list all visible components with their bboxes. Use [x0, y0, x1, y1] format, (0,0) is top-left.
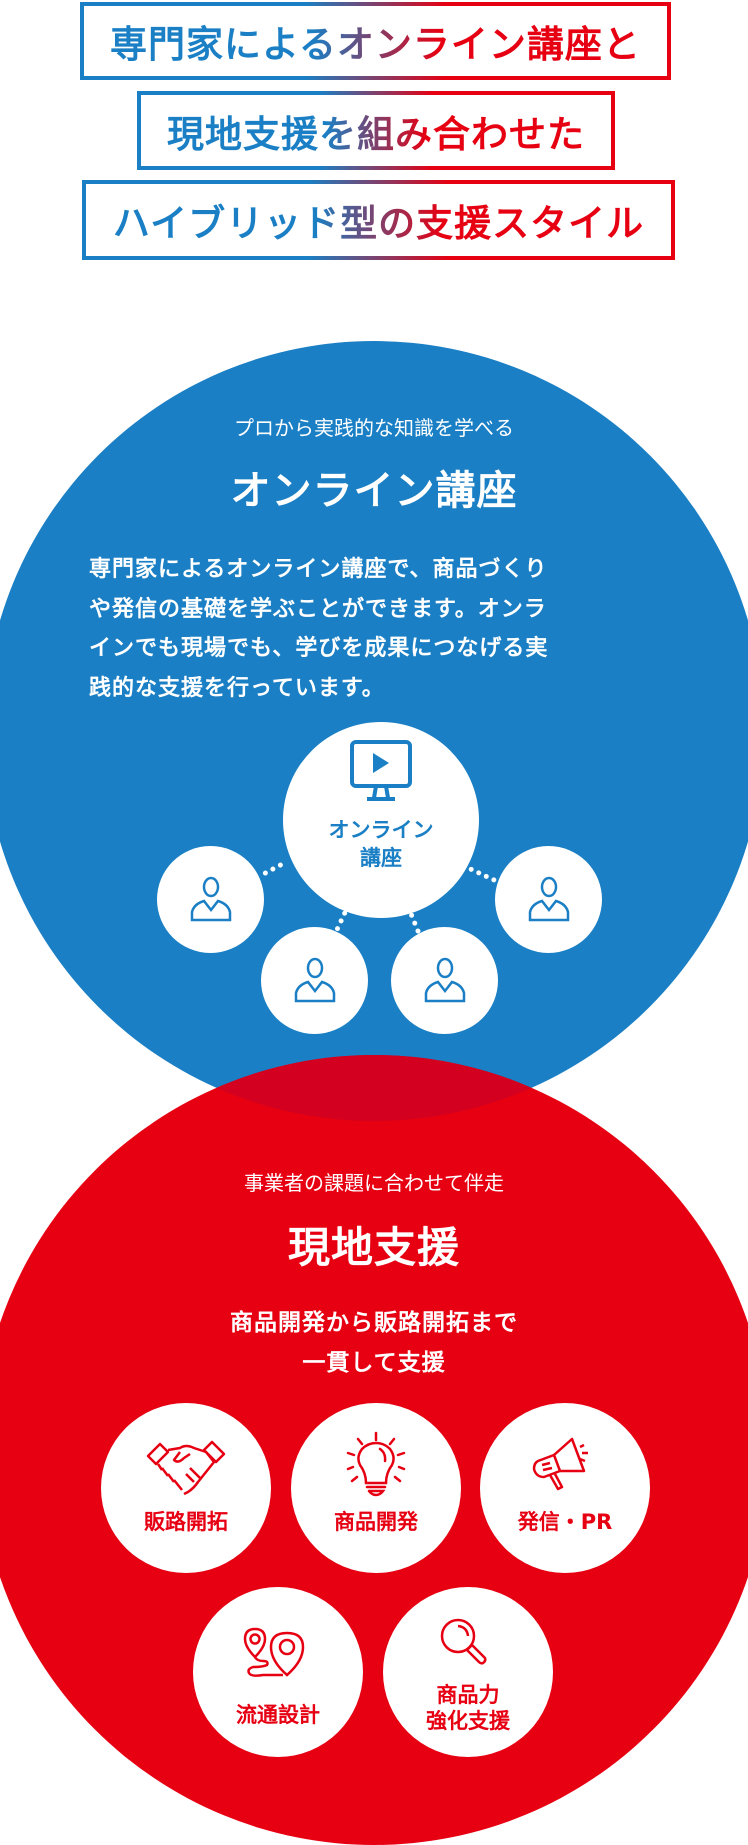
- headline-line-1: 専門家によるオンライン講座と: [110, 14, 641, 68]
- participant-circle-right: [495, 846, 602, 953]
- headline-line-2: 現地支援を組み合わせた: [167, 104, 585, 158]
- online-title: オンライン講座: [230, 468, 518, 514]
- service-item-label: 商品開発: [334, 1510, 418, 1534]
- online-description: 専門家によるオンライン講座で、商品づくり や発信の基礎を学ぶことができます。オン…: [89, 557, 549, 701]
- lightbulb-icon: [346, 1431, 406, 1497]
- headline-box-2: 現地支援を組み合わせた: [137, 91, 615, 170]
- person-icon: [528, 876, 570, 922]
- participant-circle-left: [157, 846, 264, 953]
- participant-circle-bottom-left: [261, 927, 368, 1034]
- person-icon: [424, 957, 466, 1003]
- online-hub-circle: オンライン 講座: [283, 722, 479, 918]
- service-item-label: 販路開拓: [144, 1510, 228, 1534]
- headline-box-3: ハイブリッド型の支援スタイル: [82, 180, 675, 260]
- participant-circle-bottom-right: [391, 927, 498, 1034]
- onsite-lead-line1: 商品開発から販路開拓まで: [230, 1310, 518, 1336]
- handshake-icon: [146, 1440, 226, 1496]
- service-item-label-line2: 強化支援: [426, 1709, 510, 1733]
- online-subtitle: プロから実践的な知識を学べる: [234, 416, 514, 440]
- headline-line-3: ハイブリッド型の支援スタイル: [113, 193, 644, 247]
- megaphone-icon: [532, 1437, 588, 1491]
- headline-box-1: 専門家によるオンライン講座と: [80, 2, 671, 80]
- service-item-distribution-design: 流通設計: [193, 1587, 363, 1757]
- service-item-label: 発信・PR: [517, 1510, 613, 1534]
- service-item-product-development: 商品開発: [291, 1403, 461, 1573]
- map-pin-route-icon: [243, 1627, 305, 1677]
- service-item-label: 流通設計: [236, 1703, 320, 1727]
- hub-label-line2: 講座: [360, 846, 402, 870]
- onsite-lead-line2: 一貫して支援: [302, 1350, 446, 1376]
- monitor-play-icon: [350, 740, 412, 801]
- hub-label-line1: オンライン: [328, 818, 434, 842]
- onsite-subtitle: 事業者の課題に合わせて伴走: [244, 1171, 504, 1195]
- person-icon: [294, 957, 336, 1003]
- service-item-label-line1: 商品力: [436, 1683, 500, 1707]
- service-item-product-strength: 商品力 強化支援: [383, 1587, 553, 1757]
- magnifier-icon: [440, 1618, 487, 1665]
- person-icon: [190, 876, 232, 922]
- service-item-sales-channel: 販路開拓: [101, 1403, 271, 1573]
- service-item-pr: 発信・PR: [480, 1403, 650, 1573]
- onsite-title: 現地支援: [287, 1223, 460, 1272]
